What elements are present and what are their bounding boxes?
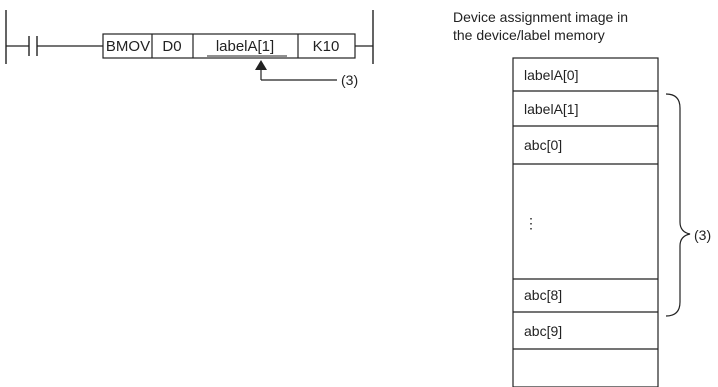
memory-title-line1: Device assignment image in <box>453 9 628 25</box>
brace <box>665 93 691 317</box>
memory-cell-abc-9: abc[9] <box>524 323 562 339</box>
count-operand: K10 <box>313 38 340 55</box>
memory-cell-labelA-0: labelA[0] <box>524 67 578 83</box>
memory-cell-abc-0: abc[0] <box>524 137 562 153</box>
memory-title-line2: the device/label memory <box>453 27 605 43</box>
brace-label: (3) <box>694 227 711 243</box>
instruction-box <box>102 33 356 59</box>
memory-cell-labelA-1: labelA[1] <box>524 101 578 117</box>
callout-arrowhead <box>255 60 267 70</box>
callout-label: (3) <box>341 72 358 88</box>
source-operand: D0 <box>162 38 181 55</box>
memory-table: labelA[0] labelA[1] abc[0] ⋮ abc[8] abc[… <box>512 57 659 387</box>
memory-cell-ellipsis: ⋮ <box>524 215 538 231</box>
destination-operand: labelA[1] <box>216 38 274 55</box>
instruction-name: BMOV <box>106 38 150 55</box>
memory-cell-abc-8: abc[8] <box>524 287 562 303</box>
